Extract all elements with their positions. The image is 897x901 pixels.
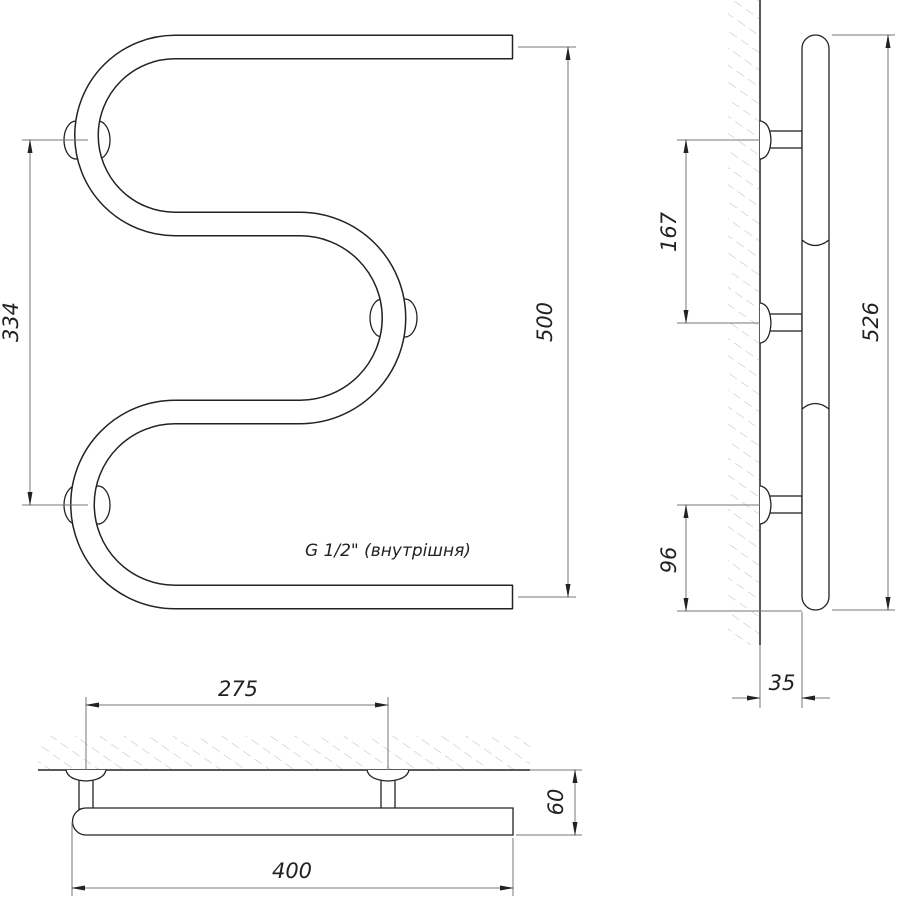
dimension-275: 275 [85,677,389,770]
dim-label: 96 [657,547,681,574]
dim-label: 400 [272,859,312,883]
s-shaped-pipe [70,34,513,610]
dimension-96: 96 [657,504,802,612]
side-view: 167 96 526 35 [657,0,895,708]
dimension-35: 35 [732,612,830,708]
dim-label: 167 [657,211,681,252]
rail-side [801,34,830,611]
wall-hatching [38,736,530,769]
front-view: 334 500 G 1/2" (внутрішня) [0,34,576,610]
dimension-400: 400 [71,822,514,896]
dimension-526: 526 [832,34,895,611]
dim-label: 275 [218,677,258,701]
dim-label: 500 [533,302,557,342]
dim-label: 526 [859,302,883,342]
thread-note: G 1/2" (внутрішня) [305,541,471,561]
dimension-500: 500 [518,46,576,598]
dimension-334: 334 [0,139,88,506]
dimension-167: 167 [657,139,760,324]
rail-top [71,807,514,836]
mount-stems [759,120,803,525]
wall-bracket [63,120,418,525]
dim-label: 35 [769,671,796,695]
top-view: 275 400 60 [38,677,582,896]
dimension-60: 60 [516,769,582,836]
dim-label: 60 [544,789,568,816]
dim-label: 334 [0,302,23,342]
